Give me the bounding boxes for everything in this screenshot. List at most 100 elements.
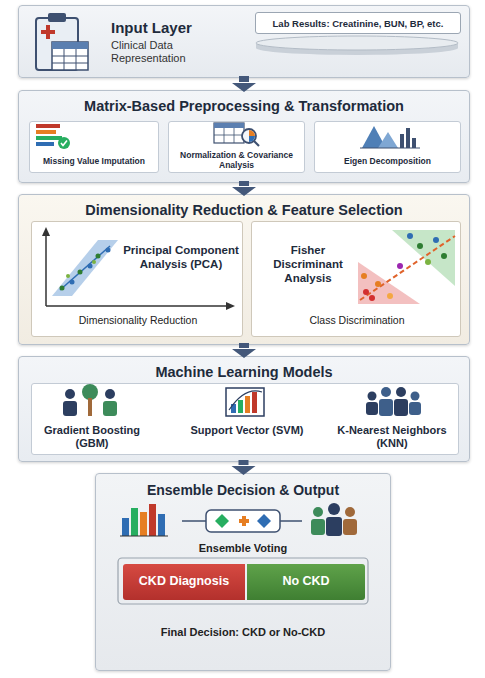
clipboard-icon bbox=[48, 13, 66, 22]
process-box: Missing Value Imputation bbox=[29, 121, 159, 173]
gbm-icon bbox=[88, 398, 92, 416]
fisher-scatter bbox=[441, 253, 447, 259]
gbm-icon bbox=[82, 384, 98, 400]
process-box: Normalization & Covariance Analysis bbox=[168, 121, 305, 173]
gbm-icon bbox=[63, 401, 77, 416]
clipboard-icon bbox=[52, 42, 88, 49]
node-text: Final Decision: CKD or No-CKD bbox=[96, 626, 390, 639]
covariance-icon bbox=[224, 128, 225, 143]
clipboard-icon bbox=[36, 18, 78, 70]
ensemble-band: Ensemble Decision & OutputEnsemble Votin… bbox=[95, 473, 391, 671]
covariance-icon bbox=[214, 135, 244, 136]
arrow-head bbox=[232, 187, 256, 196]
node-title: Matrix-Based Preprocessing & Transformat… bbox=[19, 98, 469, 115]
clipboard-icon bbox=[52, 42, 88, 70]
eigen-icon bbox=[360, 126, 420, 148]
svm-icon bbox=[245, 396, 250, 413]
covariance-icon bbox=[214, 123, 244, 143]
voting-symbol bbox=[257, 514, 271, 528]
fisher-scatter bbox=[433, 237, 439, 243]
fisher-scatter bbox=[397, 263, 403, 269]
voting-symbol bbox=[182, 520, 302, 522]
covariance-icon bbox=[214, 123, 244, 128]
voting-bar-chart bbox=[140, 512, 147, 536]
eigen-icon bbox=[362, 126, 386, 148]
fisher-scatter bbox=[425, 259, 431, 265]
node-title: Normalization & Covariance Analysis bbox=[171, 150, 302, 170]
input-layer-band: Input LayerClinical Data RepresentationL… bbox=[18, 5, 470, 78]
pca-chart bbox=[45, 232, 47, 306]
voters-icon bbox=[311, 503, 357, 536]
preprocessing-band: Matrix-Based Preprocessing & Transformat… bbox=[18, 90, 470, 183]
eigen-icon bbox=[378, 132, 398, 148]
svm-icon bbox=[238, 400, 243, 413]
voting-bar-chart bbox=[131, 508, 138, 536]
gbm-icon bbox=[65, 389, 75, 399]
clipboard-icon bbox=[46, 25, 50, 39]
voting-bar-chart bbox=[122, 518, 129, 536]
node-title: Lab Results: Creatinine, BUN, BP, etc. bbox=[258, 18, 458, 29]
voters-icon bbox=[328, 503, 340, 515]
node-title: Eigen Decomposition bbox=[317, 156, 458, 166]
imputation-icon bbox=[58, 137, 70, 149]
method-panel: Principal Component Analysis (PCA)Dimens… bbox=[31, 221, 243, 337]
eigen-icon bbox=[412, 138, 416, 148]
data-disk bbox=[256, 36, 458, 50]
voters-icon bbox=[313, 507, 323, 517]
node-text: Support Vector (SVM) bbox=[187, 424, 307, 437]
node-title: Principal Component Analysis (PCA) bbox=[120, 244, 242, 272]
fisher-scatter bbox=[387, 293, 393, 299]
svm-icon bbox=[231, 404, 236, 413]
arrow-shaft bbox=[239, 181, 249, 186]
pca-chart bbox=[66, 274, 70, 278]
node-title: CKD Diagnosis bbox=[123, 574, 245, 589]
voting-symbol bbox=[242, 516, 246, 526]
data-disk bbox=[256, 43, 458, 55]
pca-chart bbox=[70, 280, 75, 285]
eigen-icon bbox=[360, 148, 420, 149]
node-text: K-Nearest Neighbors (KNN) bbox=[327, 424, 457, 450]
node-title: Input Layer bbox=[111, 19, 261, 37]
voters-icon bbox=[311, 519, 325, 535]
pca-chart bbox=[88, 264, 93, 269]
imputation-icon bbox=[61, 141, 67, 146]
svm-icon bbox=[226, 388, 264, 416]
knn-icon bbox=[381, 387, 391, 397]
svm-icon bbox=[252, 392, 257, 413]
node-title: Gradient Boosting (GBM) bbox=[32, 424, 152, 450]
flow-arrow bbox=[232, 76, 256, 92]
svm-icon bbox=[229, 391, 262, 410]
flow-arrow bbox=[232, 460, 256, 475]
method-panel: Fisher Discriminant AnalysisClass Discri… bbox=[251, 221, 461, 337]
clipboard-icon bbox=[36, 13, 88, 70]
pca-chart bbox=[106, 248, 111, 253]
pca-chart bbox=[78, 270, 83, 275]
output-frame bbox=[118, 558, 368, 604]
voting-bar-chart bbox=[149, 504, 156, 536]
gbm-icon bbox=[63, 384, 117, 416]
knn-icon bbox=[411, 392, 420, 401]
covariance-icon bbox=[214, 123, 259, 146]
knn-icon bbox=[366, 402, 378, 415]
fisher-scatter bbox=[417, 243, 423, 249]
process-box: Eigen Decomposition bbox=[314, 121, 461, 173]
gbm-icon bbox=[103, 401, 117, 416]
arrow-shaft bbox=[239, 76, 249, 82]
lab-results-box: Lab Results: Creatinine, BUN, BP, etc. bbox=[255, 12, 461, 34]
node-title: Machine Learning Models bbox=[19, 364, 469, 381]
clipboard-icon bbox=[52, 63, 88, 64]
arrow-head bbox=[232, 349, 256, 358]
clipboard-icon bbox=[64, 49, 65, 70]
imputation-icon bbox=[36, 130, 56, 134]
outcome-box: No CKD bbox=[247, 564, 365, 600]
node-title: Dimensionality Reduction & Feature Selec… bbox=[19, 202, 469, 219]
pca-chart bbox=[42, 227, 50, 236]
voting-symbol bbox=[215, 514, 229, 528]
pca-chart bbox=[60, 286, 65, 291]
voting-symbol bbox=[182, 510, 302, 532]
gbm-icon bbox=[105, 389, 115, 399]
covariance-icon bbox=[249, 130, 255, 136]
pca-chart bbox=[92, 260, 96, 264]
covariance-icon bbox=[234, 128, 235, 143]
